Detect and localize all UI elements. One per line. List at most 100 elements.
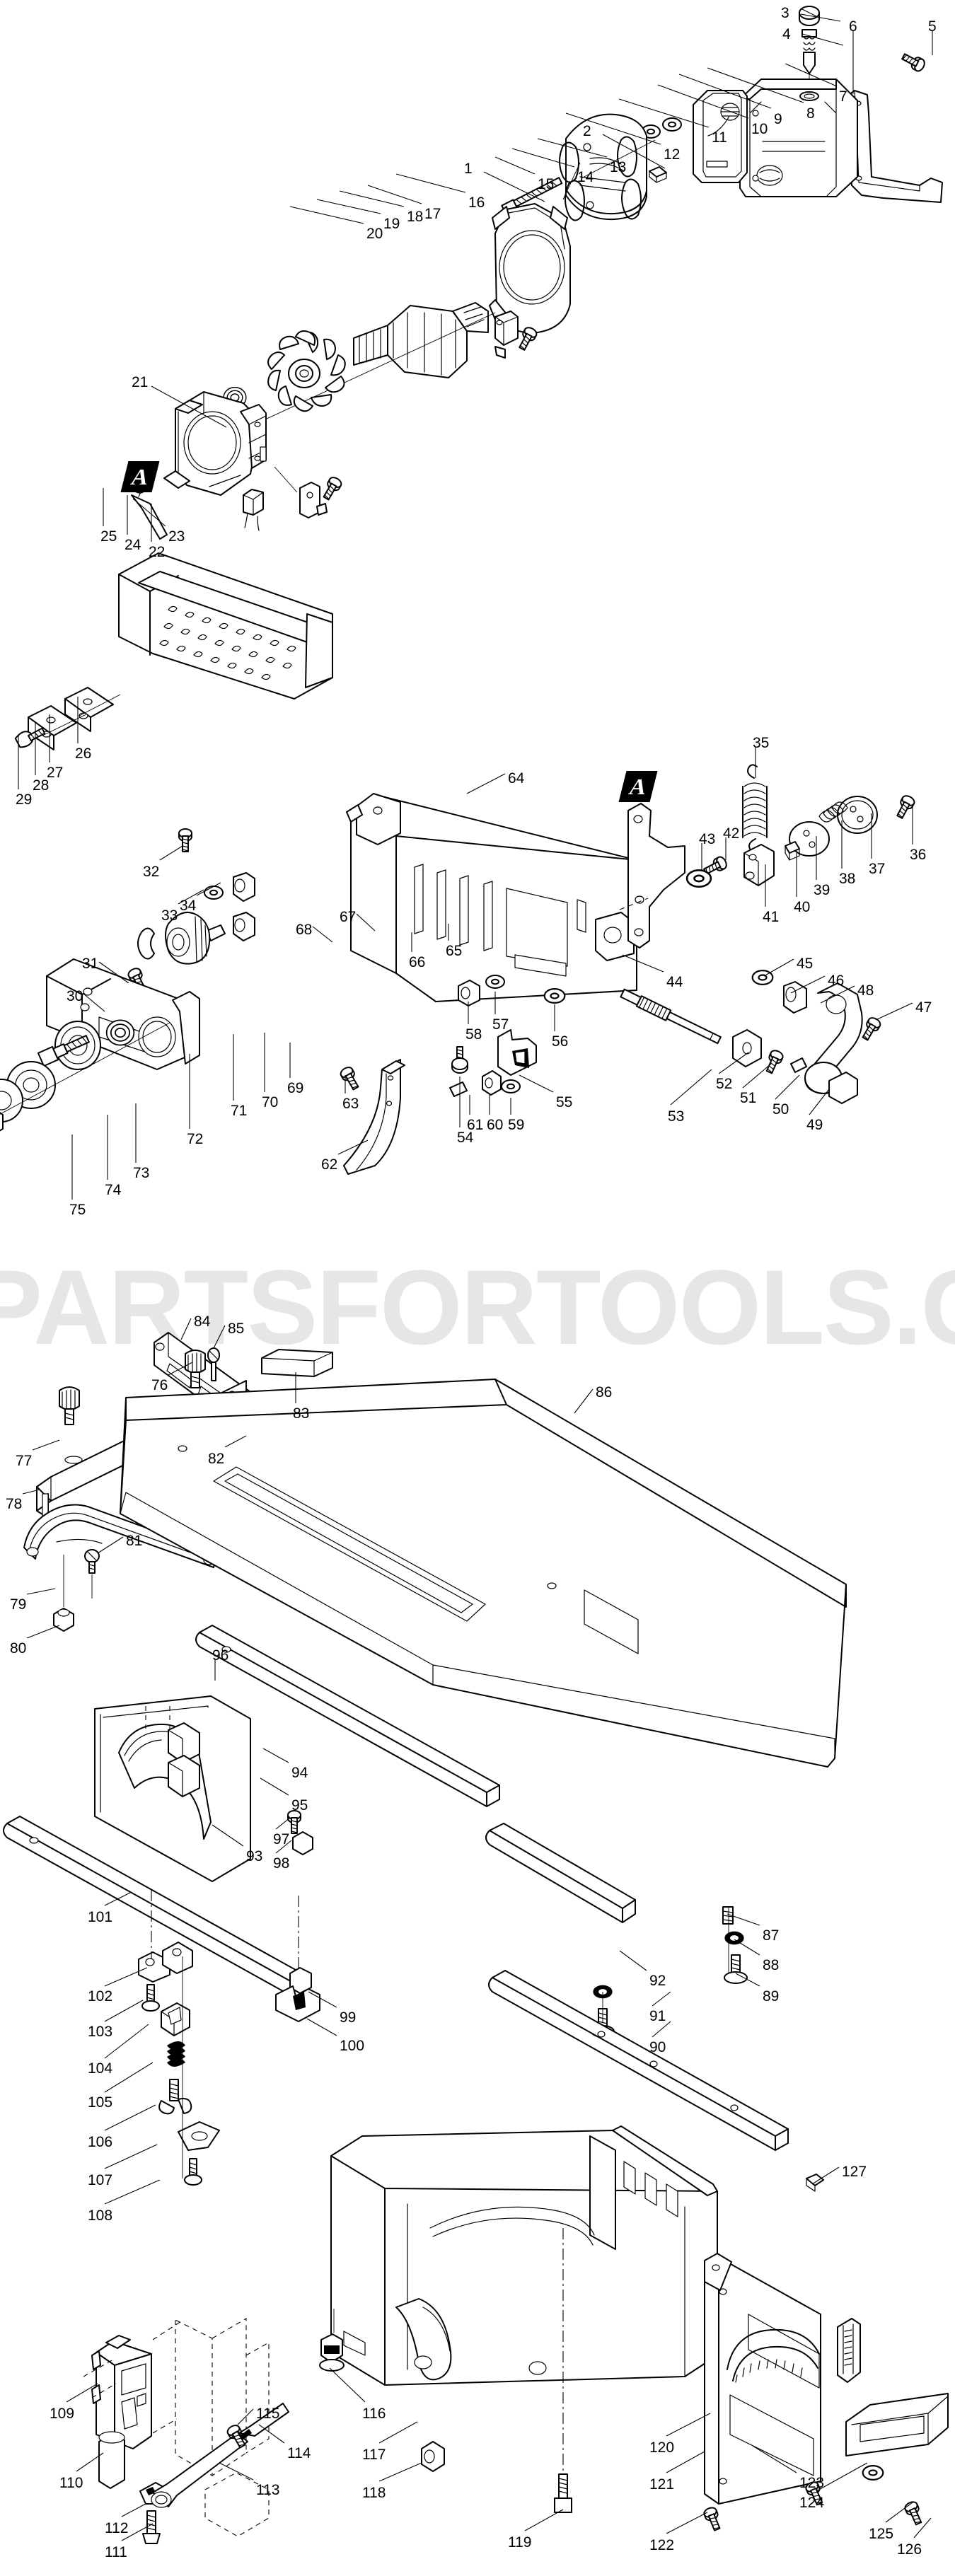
- callout-64: 64: [508, 770, 525, 787]
- part-76-knob: [185, 1350, 206, 1388]
- leader-line-9: [678, 74, 772, 109]
- callout-77: 77: [16, 1453, 33, 1469]
- part-24-terminal-plate: [299, 482, 328, 518]
- part-34-bush: [233, 872, 255, 902]
- callout-100: 100: [340, 2038, 365, 2054]
- part-68-clip: [137, 927, 155, 960]
- part-56-washer: [543, 987, 566, 1004]
- leader-line-32: [159, 845, 183, 861]
- callout-80: 80: [10, 1640, 27, 1657]
- part-89-screw: [724, 1954, 748, 1984]
- callout-37: 37: [869, 861, 886, 877]
- leader-line-62: [337, 1139, 369, 1155]
- leader-line-11: [618, 98, 710, 128]
- part-123-scale-strip: [837, 2318, 861, 2383]
- callout-45: 45: [797, 956, 814, 972]
- callout-7: 7: [839, 88, 847, 105]
- callout-114: 114: [287, 2445, 311, 2461]
- leader-line-10: [657, 84, 749, 119]
- callout-57: 57: [492, 1016, 509, 1033]
- callout-42: 42: [723, 825, 740, 842]
- callout-48: 48: [857, 982, 874, 999]
- callout-84: 84: [194, 1313, 211, 1330]
- leader-line-45: [763, 958, 794, 977]
- leader-line-112: [121, 2503, 146, 2517]
- part-101-102-bracket: [138, 1942, 193, 1983]
- leader-line-117: [378, 2421, 418, 2444]
- callout-113: 113: [256, 2482, 280, 2498]
- leader-line-48: [820, 985, 855, 1004]
- part-25-capacitor: [243, 489, 264, 531]
- part-110-sleeve: [98, 2431, 125, 2489]
- callout-106: 106: [88, 2134, 113, 2150]
- leader-line-46: [790, 975, 826, 994]
- leader-line-64: [466, 773, 506, 794]
- part-119-screw: [554, 2473, 572, 2513]
- callout-93: 93: [246, 1848, 263, 1864]
- leader-line-52: [718, 1052, 749, 1074]
- part-55-block: [497, 1029, 537, 1076]
- part-122-screw: [702, 2505, 724, 2533]
- leader-line-88: [734, 1939, 760, 1956]
- leader-line-84: [180, 1318, 192, 1340]
- leader-line-127: [811, 2166, 840, 2185]
- callout-46: 46: [828, 973, 845, 989]
- callout-26: 26: [75, 745, 92, 762]
- callout-2: 2: [583, 123, 591, 139]
- part-9-washer: [662, 117, 682, 132]
- part-96-rail-right: [485, 1823, 636, 1923]
- callout-14: 14: [577, 169, 594, 185]
- callout-71: 71: [231, 1103, 248, 1119]
- leader-line-91: [652, 1991, 671, 2007]
- leader-line-94: [262, 1748, 289, 1763]
- callout-1: 1: [464, 161, 473, 177]
- callout-73: 73: [133, 1165, 150, 1181]
- part-120-bracket: [704, 2253, 732, 2291]
- callout-127: 127: [842, 2164, 867, 2180]
- callout-109: 109: [50, 2406, 75, 2422]
- callout-102: 102: [88, 1988, 113, 2004]
- callout-17: 17: [424, 206, 441, 222]
- leader-line-104: [104, 2024, 149, 2059]
- leader-line-67: [356, 913, 376, 932]
- callout-126: 126: [897, 2541, 922, 2558]
- callout-99: 99: [340, 2009, 357, 2026]
- part-125-washer: [862, 2465, 884, 2481]
- callout-72: 72: [187, 1131, 204, 1147]
- base-cabinet-group: [330, 2125, 949, 2533]
- part-106-wingscrew: [158, 2079, 192, 2115]
- leader-line-110: [76, 2452, 104, 2472]
- leader-line-103: [104, 2000, 144, 2022]
- callout-112: 112: [105, 2520, 129, 2536]
- callout-108: 108: [88, 2207, 113, 2224]
- part-121-scale-plate: [704, 2260, 821, 2505]
- callout-96: 96: [212, 1647, 229, 1664]
- leader-line-68: [312, 926, 333, 943]
- table-group: [3, 1332, 847, 2186]
- part-97-screw: [287, 1810, 301, 1834]
- callout-13: 13: [610, 159, 627, 175]
- callout-51: 51: [740, 1090, 757, 1106]
- bevel-mechanism-group: [449, 764, 917, 1104]
- callout-66: 66: [409, 954, 426, 970]
- callout-95: 95: [291, 1797, 308, 1814]
- callout-15: 15: [538, 176, 555, 192]
- callout-12: 12: [664, 146, 681, 163]
- part-87-spacer: [722, 1906, 734, 1925]
- callout-69: 69: [287, 1080, 304, 1096]
- callout-90: 90: [649, 2039, 666, 2055]
- leader-line-18: [339, 190, 405, 207]
- part-95-clamp: [168, 1755, 200, 1797]
- part-32-screw: [178, 828, 192, 852]
- callout-83: 83: [293, 1405, 310, 1422]
- leader-line-102: [104, 1967, 148, 1987]
- callout-117: 117: [362, 2447, 386, 2463]
- leader-line-118: [378, 2462, 422, 2482]
- callout-118: 118: [362, 2485, 386, 2501]
- callout-76: 76: [151, 1377, 168, 1393]
- leader-line-1: [483, 171, 545, 202]
- leader-line-50: [775, 1074, 800, 1100]
- callout-50: 50: [772, 1101, 789, 1118]
- part-88-washer: [724, 1931, 744, 1945]
- part-52-lever: [732, 1029, 762, 1067]
